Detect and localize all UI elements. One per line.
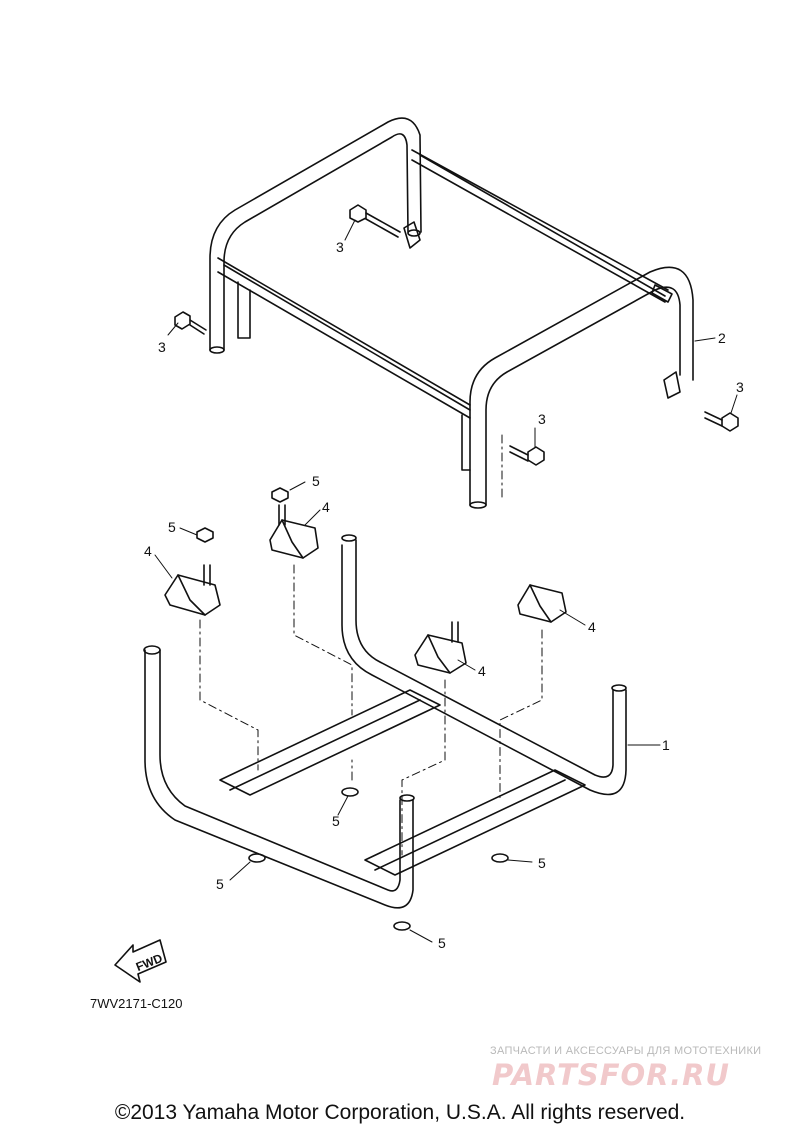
- callout-5-f: 5: [438, 935, 446, 951]
- callout-4-a: 4: [144, 543, 152, 559]
- copyright-notice: ©2013 Yamaha Motor Corporation, U.S.A. A…: [114, 1101, 686, 1124]
- watermark-tagline: ЗАПЧАСТИ И АКСЕССУАРЫ ДЛЯ МОТОТЕХНИКИ: [490, 1045, 762, 1057]
- callout-1: 1: [662, 737, 670, 753]
- bolt-left: [174, 311, 207, 335]
- fwd-label: FWD: [134, 951, 165, 974]
- mount-b: [269, 504, 319, 559]
- callout-3-left: 3: [158, 339, 166, 355]
- mount-a: [164, 564, 221, 616]
- callout-4-d: 4: [588, 619, 596, 635]
- callout-4-b: 4: [322, 499, 330, 515]
- lower-frame: [143, 534, 627, 909]
- callout-3-front: 3: [538, 411, 546, 427]
- leader-lines: [154, 219, 738, 943]
- callout-5-e: 5: [538, 855, 546, 871]
- callout-3-right: 3: [736, 379, 744, 395]
- callout-2: 2: [718, 330, 726, 346]
- upper-frame: [209, 117, 694, 509]
- callout-5-a: 5: [312, 473, 320, 489]
- fwd-arrow-icon: [114, 939, 167, 983]
- bolt-top: [349, 204, 401, 238]
- callout-5-b: 5: [168, 519, 176, 535]
- reference-code: 7WV2171-C120: [90, 996, 183, 1011]
- watermark-logo: PARTSFOR.RU: [492, 1058, 730, 1092]
- callout-5-d: 5: [216, 876, 224, 892]
- mount-d: [517, 584, 567, 623]
- callout-4-c: 4: [478, 663, 486, 679]
- nuts: [196, 487, 509, 931]
- callout-3-top: 3: [336, 239, 344, 255]
- bolt-right: [704, 411, 739, 432]
- alignment-lines: [199, 434, 543, 856]
- callout-5-c: 5: [332, 813, 340, 829]
- bolt-front: [509, 445, 545, 466]
- mount-c: [414, 621, 467, 674]
